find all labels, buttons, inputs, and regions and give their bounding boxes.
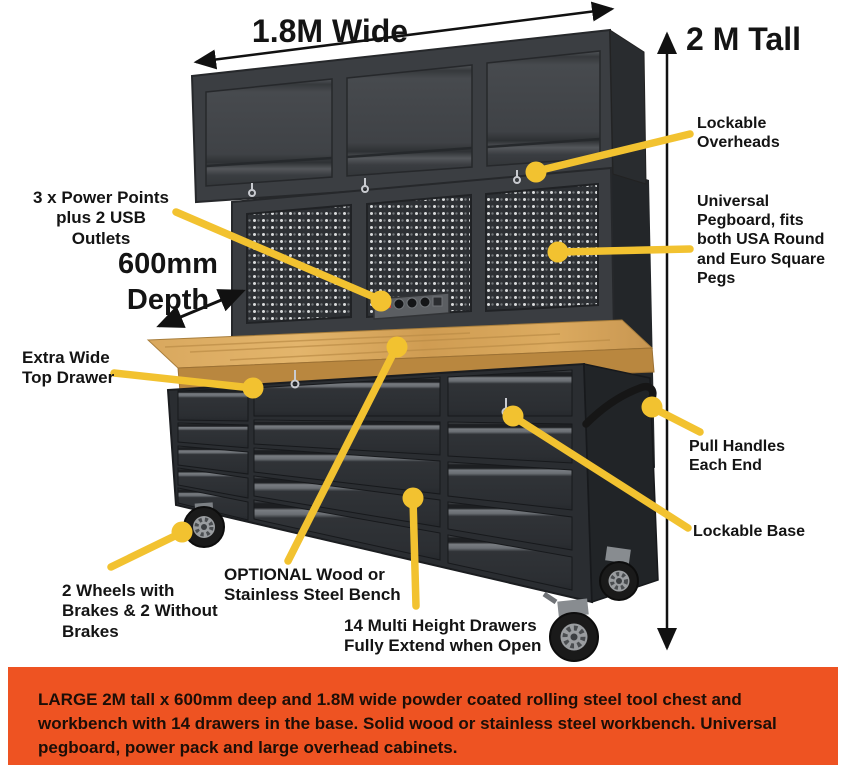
callout-line-power-points <box>172 208 385 304</box>
height-dimension-label: 2 M Tall <box>686 21 801 57</box>
overhead-door <box>205 78 333 187</box>
callout-line-multi-height-drawers <box>409 495 420 610</box>
callout-line-universal-pegboard <box>556 245 694 256</box>
overhead-door <box>346 64 473 177</box>
callout-dot-lockable-base <box>502 405 524 427</box>
callout-dot-lockable-overheads <box>525 161 547 183</box>
caster-wheel-rear-right <box>599 546 639 601</box>
power-socket <box>393 298 405 310</box>
callout-line-optional-bench <box>284 344 400 565</box>
caster-wheel-front-right <box>542 591 599 662</box>
callout-dot-optional-bench <box>386 336 408 358</box>
drawer-base <box>166 362 659 604</box>
callout-dot-pull-handles <box>641 396 663 418</box>
lockable-overheads-label: Lockable Overheads <box>697 115 780 152</box>
description-banner: LARGE 2M tall x 600mm deep and 1.8M wide… <box>8 667 838 765</box>
pegboard-panel <box>366 193 472 319</box>
power-strip <box>373 292 450 320</box>
callout-dot-multi-height-drawers <box>402 487 424 509</box>
callout-dot-universal-pegboard <box>547 241 569 263</box>
pull-handles-label: Pull Handles Each End <box>689 438 786 475</box>
caster-wheel-left <box>183 502 225 548</box>
power-socket <box>419 296 431 308</box>
callout-line-lockable-overheads <box>533 130 694 175</box>
overhead-door <box>486 50 601 167</box>
width-dimension-arrow <box>193 1 615 70</box>
callout-dots <box>171 161 663 543</box>
callout-line-lockable-base <box>510 413 692 532</box>
lockable-base-label: Lockable Base <box>693 523 806 540</box>
brake-lever <box>542 591 558 605</box>
callout-dot-wheels <box>171 521 193 543</box>
multi-height-drawers-label: 14 Multi Height Drawers Fully Extend whe… <box>344 616 542 656</box>
extra-wide-drawer-label: Extra Wide Top Drawer <box>22 348 115 388</box>
pegboard-wall <box>231 166 616 352</box>
width-dimension-label: 1.8M Wide <box>251 13 409 49</box>
callout-dot-power-points <box>370 290 392 312</box>
wheels-label: 2 Wheels with Brakes & 2 Without Brakes <box>62 581 218 641</box>
drawer-column-left <box>177 387 249 521</box>
pull-handle <box>582 383 657 428</box>
universal-pegboard-label: Universal Pegboard, fits both USA Round … <box>697 193 826 287</box>
drawer-column-middle <box>253 376 441 561</box>
lock-keys <box>248 170 521 417</box>
power-points-label: 3 x Power Points plus 2 USB Outlets <box>32 188 170 248</box>
drawer-column-right <box>447 369 573 591</box>
pegboard-panel <box>485 182 599 313</box>
optional-bench-label: OPTIONAL Wood or Stainless Steel Bench <box>224 565 401 605</box>
description-text: LARGE 2M tall x 600mm deep and 1.8M wide… <box>38 690 777 758</box>
usb-outlet <box>432 296 443 307</box>
callout-line-wheels <box>107 529 185 571</box>
overhead-cabinets <box>190 28 647 204</box>
depth-dimension-arrow <box>156 289 246 328</box>
callout-line-extra-wide-drawer <box>110 369 256 392</box>
callout-lines <box>107 130 704 610</box>
power-socket <box>406 297 418 309</box>
depth-dimension-label: 600mm Depth <box>118 248 218 317</box>
callout-dot-extra-wide-drawer <box>242 377 264 399</box>
